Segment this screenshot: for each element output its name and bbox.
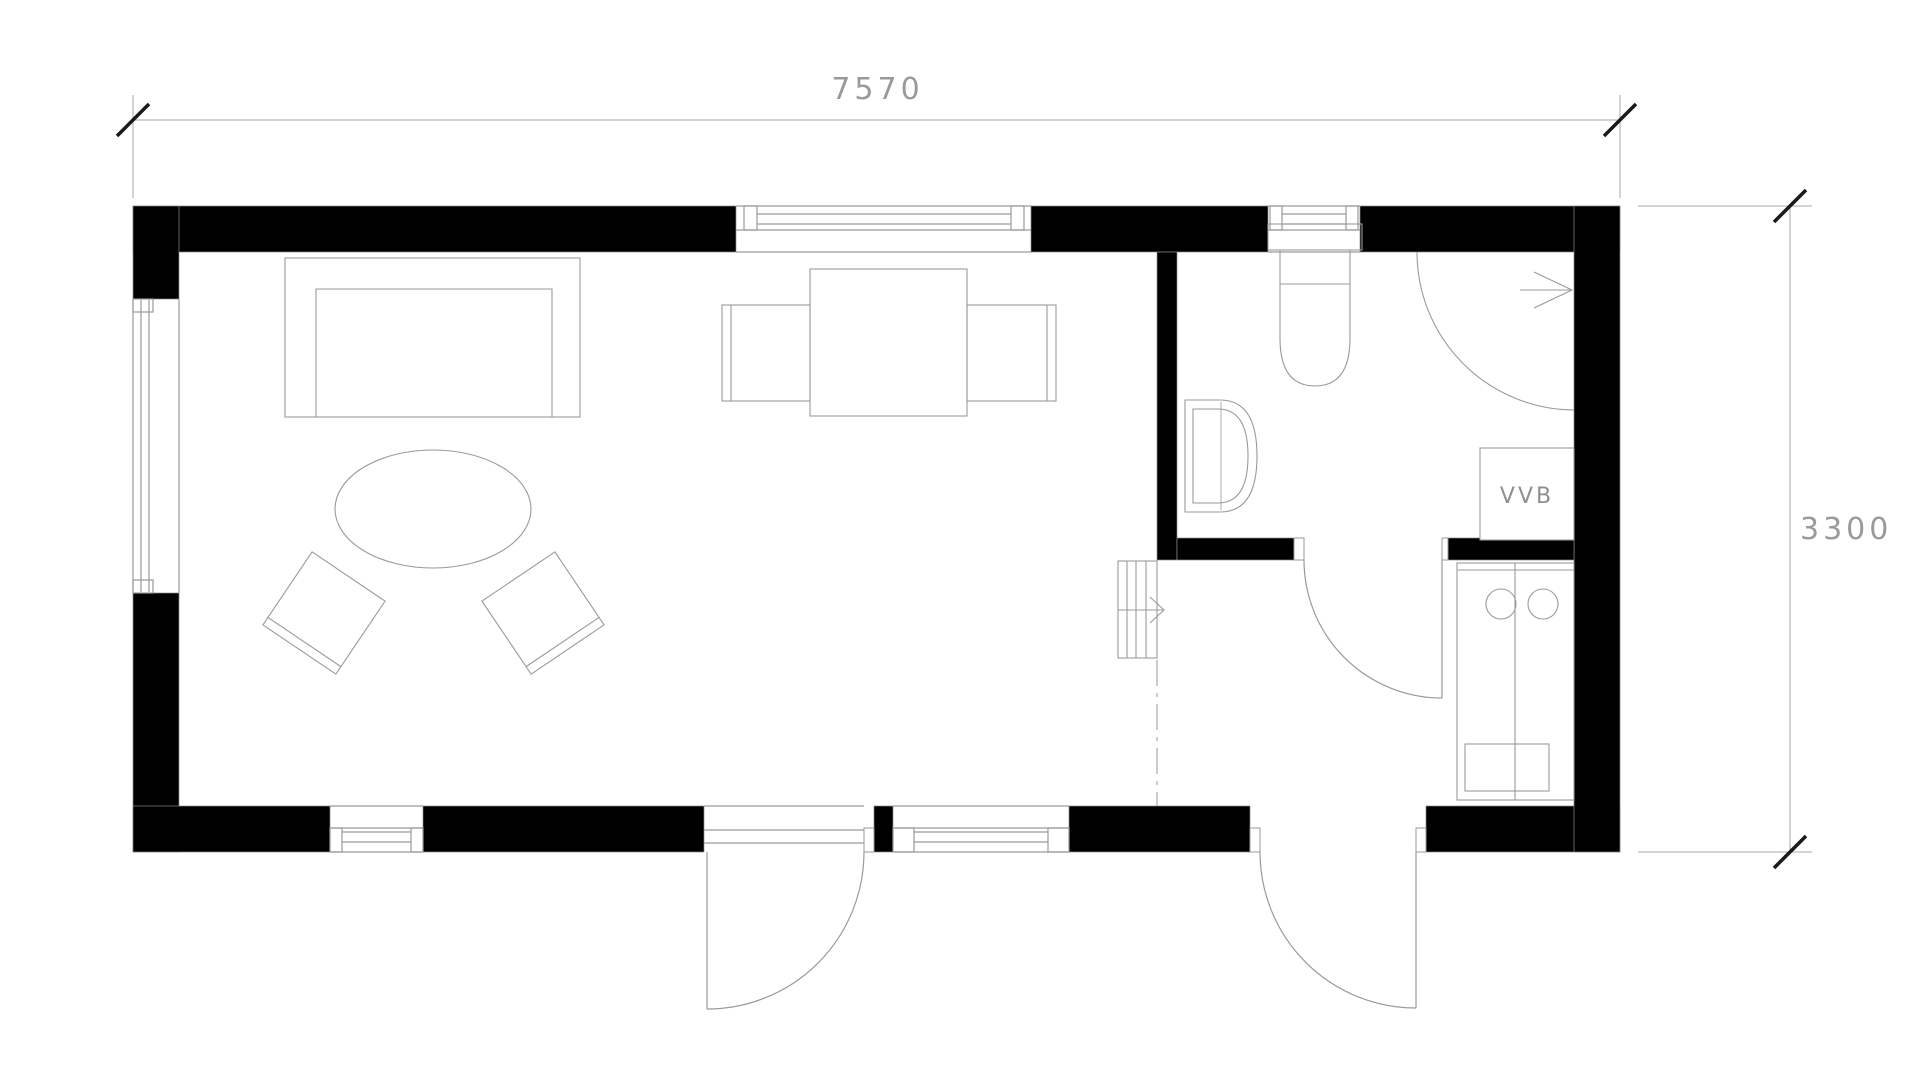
entrance-door [1259, 851, 1417, 1009]
window-top-main [736, 205, 1031, 253]
bathroom-fixtures [1184, 223, 1575, 541]
water-heater-label: VVB [1499, 484, 1555, 509]
wall-bathroom-vertical [1156, 251, 1178, 561]
window-bottom-middle [892, 805, 1070, 853]
width-dimension-label: 7570 [831, 72, 924, 107]
dimension-tick [1602, 102, 1638, 138]
exterior-walls [132, 205, 1621, 853]
wall-bottom-left-segment [132, 805, 331, 853]
window-bathroom [1268, 205, 1360, 253]
water-heater-box [1479, 447, 1575, 541]
living-room-furniture [262, 257, 1057, 675]
round-table [334, 449, 532, 569]
jamb-entrance-right [1415, 827, 1427, 853]
bathroom-door-swing-arc [1303, 559, 1443, 699]
jamb-entrance-left [1249, 827, 1261, 853]
shower [1416, 251, 1575, 411]
patio-door-swing-arc [706, 851, 865, 1010]
shower-head-icon [1520, 271, 1574, 309]
window-left-wall [132, 298, 180, 594]
dining-chair-left [721, 304, 811, 402]
bathroom-door [1303, 559, 1443, 699]
dining-table [809, 268, 968, 417]
patio-door [704, 805, 865, 1010]
wall-bottom-segment-3 [1068, 805, 1251, 853]
interior-walls [1156, 251, 1575, 561]
wall-bathroom-horizontal-left [1176, 537, 1295, 561]
sink-basin [1464, 743, 1550, 792]
dimension-tick [115, 102, 151, 138]
wall-top-middle-segment [1030, 205, 1269, 253]
door-jambs [863, 537, 1449, 853]
shower-curtain-arc [1416, 251, 1575, 411]
jamb-bathroom-left [1293, 537, 1305, 561]
dining-chair-right [966, 304, 1057, 402]
jamb-patio-door [863, 827, 875, 853]
toilet-bowl [1279, 249, 1351, 387]
wall-bottom-pier [873, 805, 894, 853]
dimension-tick [1772, 188, 1808, 224]
jamb-bathroom-right [1441, 537, 1449, 561]
dimension-right [1638, 188, 1812, 870]
dimension-tick [1772, 834, 1808, 870]
dimension-top [115, 95, 1638, 198]
wall-top-left-segment [132, 205, 737, 253]
burner-icon [1527, 588, 1559, 620]
lounge-chair-right [481, 551, 605, 675]
wall-bottom-segment-2 [422, 805, 705, 853]
sofa [284, 257, 581, 418]
chair-backrest-line [525, 616, 600, 668]
window-bottom-small [329, 805, 424, 853]
wall-bathroom-horizontal-right [1447, 537, 1575, 561]
doors [704, 559, 1443, 1010]
ladder-direction-arrow-icon [1149, 596, 1165, 624]
wall-right-segment [1573, 205, 1621, 853]
wall-left-upper-segment [132, 205, 180, 300]
loft-ladder [1117, 560, 1165, 659]
washbasin [1184, 399, 1258, 513]
height-dimension-label: 3300 [1800, 512, 1893, 547]
chair-backrest-line [267, 616, 342, 668]
burner-icon [1485, 588, 1517, 620]
lounge-chair-left [262, 551, 386, 675]
entrance-door-swing-arc [1259, 851, 1417, 1009]
kitchenette-unit [1456, 562, 1575, 801]
toilet [1267, 223, 1363, 387]
